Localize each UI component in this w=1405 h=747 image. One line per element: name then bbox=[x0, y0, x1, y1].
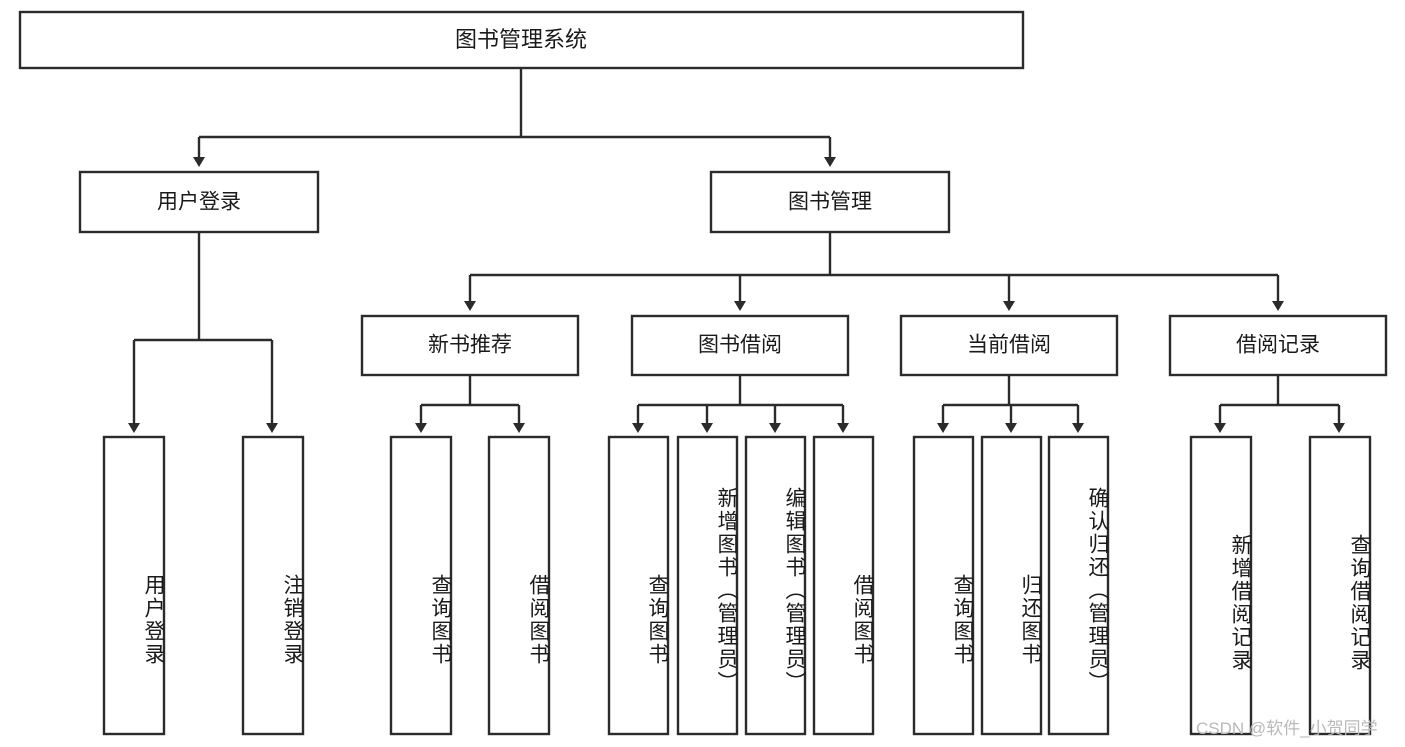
node-current-borrow[interactable]: 当前借阅 bbox=[899, 314, 1119, 377]
leaf-boxes-book-borrow bbox=[607, 435, 875, 736]
node-borrow-record-label: 借阅记录 bbox=[1236, 334, 1320, 357]
node-current-borrow-label: 当前借阅 bbox=[967, 334, 1051, 357]
watermark-text: CSDN @软件_小贺同学 bbox=[1196, 719, 1378, 738]
node-new-book-recommend-label: 新书推荐 bbox=[428, 334, 512, 357]
leaf-box-new-book-1[interactable] bbox=[487, 435, 551, 736]
connector-user-login-to-leaves bbox=[128, 232, 278, 433]
leaf-box-book-borrow-0[interactable] bbox=[607, 435, 670, 736]
node-root-system[interactable]: 图书管理系统 bbox=[18, 10, 1025, 70]
leaf-box-borrow-record-1[interactable] bbox=[1308, 435, 1372, 736]
node-new-book-recommend[interactable]: 新书推荐 bbox=[360, 314, 580, 377]
node-user-login[interactable]: 用户登录 bbox=[78, 170, 320, 234]
leaf-box-current-borrow-1[interactable] bbox=[980, 435, 1043, 736]
node-borrow-record[interactable]: 借阅记录 bbox=[1168, 314, 1388, 377]
node-book-manage-label: 图书管理 bbox=[788, 191, 872, 214]
leaf-boxes-current-borrow bbox=[912, 435, 1110, 736]
leaf-boxes-new-book bbox=[389, 435, 551, 736]
leaf-box-user-login-0[interactable] bbox=[102, 435, 166, 736]
leaf-box-current-borrow-0[interactable] bbox=[912, 435, 975, 736]
leaf-box-new-book-0[interactable] bbox=[389, 435, 453, 736]
connector-current-borrow-to-leaves bbox=[937, 375, 1084, 433]
connector-new-book-to-leaves bbox=[415, 375, 525, 433]
leaf-box-book-borrow-2[interactable] bbox=[744, 435, 807, 736]
leaf-box-book-borrow-1[interactable] bbox=[676, 435, 739, 736]
leaf-boxes-borrow-record bbox=[1189, 435, 1372, 736]
connector-book-manage-to-level3 bbox=[464, 232, 1284, 311]
leaf-boxes-user-login bbox=[102, 435, 305, 736]
node-book-borrow[interactable]: 图书借阅 bbox=[630, 314, 850, 377]
connector-book-borrow-to-leaves bbox=[632, 375, 849, 433]
leaf-box-user-login-1[interactable] bbox=[241, 435, 305, 736]
connector-borrow-record-to-leaves bbox=[1214, 375, 1345, 433]
leaf-box-book-borrow-3[interactable] bbox=[812, 435, 875, 736]
node-book-borrow-label: 图书借阅 bbox=[698, 334, 782, 357]
node-book-manage[interactable]: 图书管理 bbox=[709, 170, 951, 234]
node-root-label: 图书管理系统 bbox=[455, 27, 587, 52]
leaf-box-borrow-record-0[interactable] bbox=[1189, 435, 1253, 736]
leaf-box-current-borrow-2[interactable] bbox=[1047, 435, 1110, 736]
connector-root-to-level2 bbox=[193, 68, 836, 167]
node-user-login-label: 用户登录 bbox=[157, 191, 241, 214]
